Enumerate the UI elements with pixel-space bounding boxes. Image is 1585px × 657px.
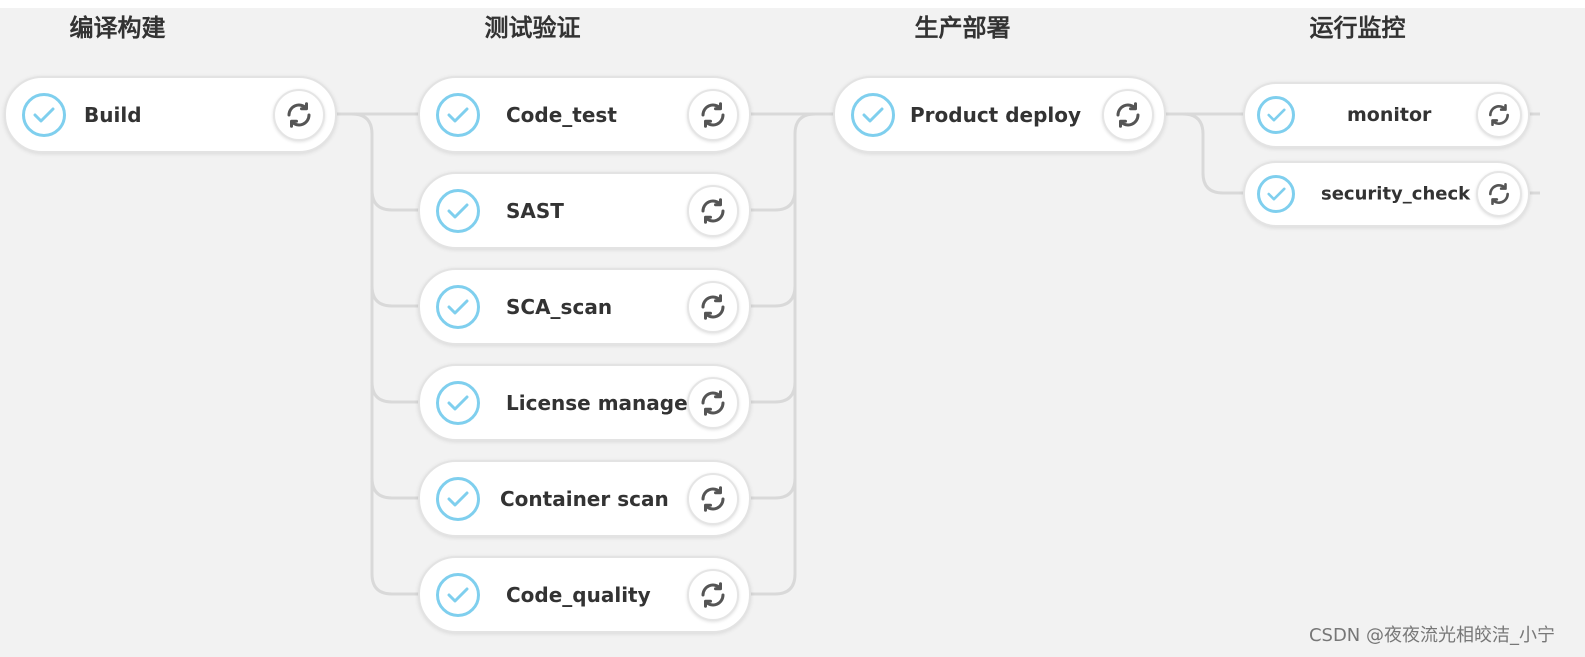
check-circle-icon bbox=[436, 572, 480, 617]
job-license-manage[interactable]: License manage bbox=[418, 364, 751, 441]
check-circle-icon bbox=[436, 92, 480, 137]
job-security-check[interactable]: security_check bbox=[1243, 161, 1530, 227]
connector-build-branch bbox=[335, 112, 420, 596]
refresh-icon[interactable] bbox=[1102, 88, 1154, 141]
check-circle-icon bbox=[1257, 96, 1295, 134]
job-sca-scan[interactable]: SCA_scan bbox=[418, 268, 751, 345]
job-label: security_check bbox=[1321, 183, 1471, 205]
job-label: Build bbox=[84, 102, 142, 127]
connector-build-to-sca-scan bbox=[370, 285, 420, 308]
refresh-icon[interactable] bbox=[687, 376, 739, 429]
check-circle-icon bbox=[436, 284, 480, 329]
job-monitor[interactable]: monitor bbox=[1243, 82, 1530, 148]
connector-deploy-to-security-check bbox=[1165, 112, 1245, 195]
connector-license-merge bbox=[750, 381, 797, 404]
refresh-icon[interactable] bbox=[1476, 171, 1522, 217]
connector-build-to-sast bbox=[370, 189, 420, 212]
job-label: License manage bbox=[506, 390, 688, 415]
check-circle-icon bbox=[436, 476, 480, 521]
refresh-icon[interactable] bbox=[687, 280, 739, 333]
connector-build-to-container-scan bbox=[370, 477, 420, 500]
job-label: monitor bbox=[1347, 104, 1432, 126]
stage-title-deploy: 生产部署 bbox=[914, 14, 1011, 42]
check-circle-icon bbox=[436, 380, 480, 425]
refresh-icon[interactable] bbox=[1476, 92, 1522, 138]
top-strip bbox=[0, 0, 1585, 8]
job-code-test[interactable]: Code_test bbox=[418, 76, 751, 153]
check-circle-icon bbox=[851, 92, 895, 137]
job-product-deploy[interactable]: Product deploy bbox=[833, 76, 1166, 153]
check-circle-icon bbox=[1257, 175, 1295, 213]
job-sast[interactable]: SAST bbox=[418, 172, 751, 249]
connector-container-merge bbox=[750, 477, 797, 500]
job-label: SAST bbox=[506, 198, 564, 223]
job-label: Code_test bbox=[506, 102, 617, 127]
connector-tests-merge bbox=[750, 112, 835, 596]
watermark: CSDN @夜夜流光相皎洁_小宁 bbox=[1308, 625, 1555, 646]
connector-sca-merge bbox=[750, 285, 797, 308]
refresh-icon[interactable] bbox=[687, 472, 739, 525]
stage-title-monitor: 运行监控 bbox=[1309, 14, 1406, 42]
stage-title-test: 测试验证 bbox=[484, 14, 581, 42]
check-circle-icon bbox=[436, 188, 480, 233]
job-code-quality[interactable]: Code_quality bbox=[418, 556, 751, 633]
job-container-scan[interactable]: Container scan bbox=[418, 460, 751, 537]
check-circle-icon bbox=[22, 92, 66, 137]
refresh-icon[interactable] bbox=[273, 88, 325, 141]
job-label: Code_quality bbox=[506, 582, 651, 607]
job-label: SCA_scan bbox=[506, 294, 613, 319]
job-label: Container scan bbox=[500, 486, 669, 511]
job-build[interactable]: Build bbox=[4, 76, 337, 153]
refresh-icon[interactable] bbox=[687, 184, 739, 237]
connector-sast-merge bbox=[750, 189, 797, 212]
refresh-icon[interactable] bbox=[687, 568, 739, 621]
refresh-icon[interactable] bbox=[687, 88, 739, 141]
job-label: Product deploy bbox=[910, 102, 1082, 127]
connector-build-to-license-manage bbox=[370, 381, 420, 404]
stage-title-build: 编译构建 bbox=[69, 14, 166, 42]
